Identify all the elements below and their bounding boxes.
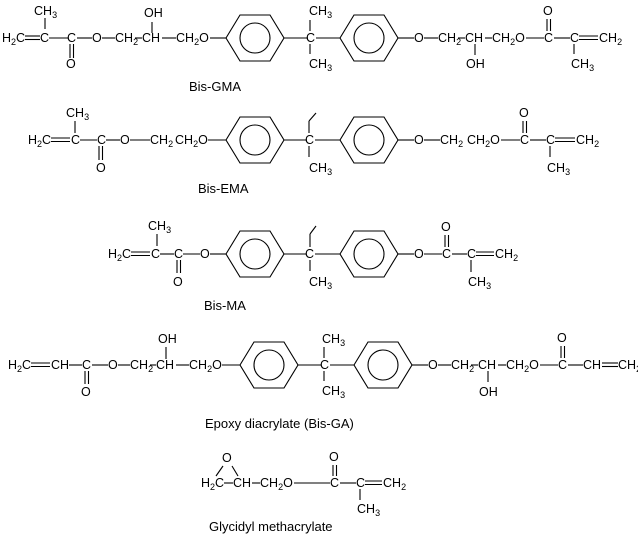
svg-text:CH3: CH3 bbox=[571, 57, 594, 73]
svg-text:H2C: H2C bbox=[201, 476, 224, 492]
svg-text:O: O bbox=[81, 385, 91, 399]
svg-text:CH3: CH3 bbox=[309, 161, 332, 177]
svg-text:CH3: CH3 bbox=[66, 106, 89, 122]
structure-glycidyl-methacrylate: O H2C CH CH2O C O C CH2 CH3 Glycidyl met… bbox=[201, 450, 406, 534]
structure-bis-gma: CH3 H2C C C O O CH2 CH OH CH2O C CH3 CH3 bbox=[2, 4, 622, 94]
svg-text:C: C bbox=[558, 358, 567, 372]
svg-text:CH3: CH3 bbox=[309, 4, 332, 20]
svg-text:CH2: CH2 bbox=[576, 133, 599, 149]
svg-text:CH2: CH2 bbox=[130, 358, 153, 374]
svg-text:CH2: CH2 bbox=[438, 31, 461, 47]
atom-h2c: H2C bbox=[2, 31, 25, 47]
atom-ch3: CH3 bbox=[34, 4, 57, 20]
svg-text:O: O bbox=[519, 106, 529, 120]
caption-bis-ma: Bis-MA bbox=[204, 298, 246, 313]
svg-text:O: O bbox=[414, 133, 424, 147]
svg-text:O: O bbox=[120, 133, 130, 147]
svg-text:CH: CH bbox=[478, 358, 496, 372]
svg-text:CH3: CH3 bbox=[547, 161, 570, 177]
svg-text:C: C bbox=[40, 31, 49, 45]
svg-text:O: O bbox=[414, 247, 424, 261]
svg-text:CH2: CH2 bbox=[599, 31, 622, 47]
svg-text:CH2: CH2 bbox=[150, 133, 173, 149]
svg-text:CH3: CH3 bbox=[322, 384, 345, 400]
svg-text:O: O bbox=[441, 220, 451, 234]
svg-text:OH: OH bbox=[466, 57, 485, 71]
svg-text:CH3: CH3 bbox=[357, 502, 380, 518]
svg-text:CH3: CH3 bbox=[309, 57, 332, 73]
svg-text:CH2: CH2 bbox=[440, 133, 463, 149]
svg-text:CH2: CH2 bbox=[383, 476, 406, 492]
svg-text:CH2: CH2 bbox=[115, 31, 138, 47]
caption-bis-ga: Epoxy diacrylate (Bis-GA) bbox=[205, 416, 354, 431]
svg-text:CH: CH bbox=[233, 476, 251, 490]
svg-text:O: O bbox=[557, 331, 567, 345]
svg-text:C: C bbox=[305, 247, 314, 261]
svg-text:CH: CH bbox=[156, 358, 174, 372]
svg-text:CH2: CH2 bbox=[495, 247, 518, 263]
svg-text:CH2O: CH2O bbox=[176, 31, 209, 47]
svg-text:CH2: CH2 bbox=[451, 358, 474, 374]
svg-text:CH2O: CH2O bbox=[467, 133, 500, 149]
svg-text:C: C bbox=[570, 31, 579, 45]
svg-text:C: C bbox=[544, 31, 553, 45]
caption-glycidyl-methacrylate: Glycidyl methacrylate bbox=[209, 519, 333, 534]
svg-text:C: C bbox=[82, 358, 91, 372]
svg-text:CH2: CH2 bbox=[618, 358, 638, 374]
svg-text:O: O bbox=[96, 161, 106, 175]
svg-text:CH3: CH3 bbox=[468, 275, 491, 291]
svg-text:H2C: H2C bbox=[28, 133, 51, 149]
svg-text:C: C bbox=[330, 476, 339, 490]
svg-text:O: O bbox=[329, 450, 339, 464]
svg-text:O: O bbox=[428, 358, 438, 372]
svg-text:C: C bbox=[97, 133, 106, 147]
svg-text:C: C bbox=[546, 133, 555, 147]
svg-text:C: C bbox=[305, 133, 314, 147]
svg-text:C: C bbox=[306, 31, 315, 45]
structure-bis-ga: H2C CH C O O CH2 CH OH CH2O C CH3 CH3 O bbox=[8, 331, 638, 431]
svg-text:O: O bbox=[66, 57, 76, 71]
svg-text:C: C bbox=[356, 476, 365, 490]
svg-text:C: C bbox=[442, 247, 451, 261]
svg-text:OH: OH bbox=[479, 385, 498, 399]
svg-text:C: C bbox=[320, 358, 329, 372]
svg-text:CH3: CH3 bbox=[309, 275, 332, 291]
svg-text:O: O bbox=[543, 4, 553, 18]
svg-text:CH2O: CH2O bbox=[506, 358, 539, 374]
svg-text:C: C bbox=[174, 247, 183, 261]
svg-text:O: O bbox=[92, 31, 102, 45]
svg-text:O: O bbox=[222, 451, 232, 465]
svg-text:CH: CH bbox=[465, 31, 483, 45]
svg-text:CH2O: CH2O bbox=[260, 476, 293, 492]
svg-text:CH3: CH3 bbox=[148, 219, 171, 235]
svg-text:OH: OH bbox=[144, 6, 163, 20]
svg-text:OH: OH bbox=[158, 332, 177, 346]
caption-bis-ema: Bis-EMA bbox=[198, 181, 249, 196]
svg-text:O: O bbox=[200, 247, 210, 261]
svg-text:C: C bbox=[520, 133, 529, 147]
svg-text:CH2O: CH2O bbox=[189, 358, 222, 374]
caption-bis-gma: Bis-GMA bbox=[189, 79, 241, 94]
svg-text:CH2O: CH2O bbox=[175, 133, 208, 149]
structure-bis-ema: CH3 H2C C C O O CH2 CH2O C CH3 O CH2 CH2… bbox=[28, 106, 599, 196]
structure-bis-ma: CH3 H2C C C O O C CH3 O C O C bbox=[108, 219, 518, 313]
svg-text:CH3: CH3 bbox=[322, 332, 345, 348]
svg-text:CH: CH bbox=[583, 358, 601, 372]
svg-text:C: C bbox=[467, 247, 476, 261]
svg-text:CH2O: CH2O bbox=[492, 31, 525, 47]
svg-text:CH: CH bbox=[51, 358, 69, 372]
svg-text:C: C bbox=[151, 247, 160, 261]
svg-text:CH: CH bbox=[142, 31, 160, 45]
svg-text:O: O bbox=[414, 31, 424, 45]
svg-text:H2C: H2C bbox=[108, 247, 131, 263]
svg-text:H2C: H2C bbox=[8, 358, 31, 374]
svg-text:O: O bbox=[173, 275, 183, 289]
svg-text:C: C bbox=[71, 133, 80, 147]
svg-text:C: C bbox=[67, 31, 76, 45]
svg-text:O: O bbox=[108, 358, 118, 372]
